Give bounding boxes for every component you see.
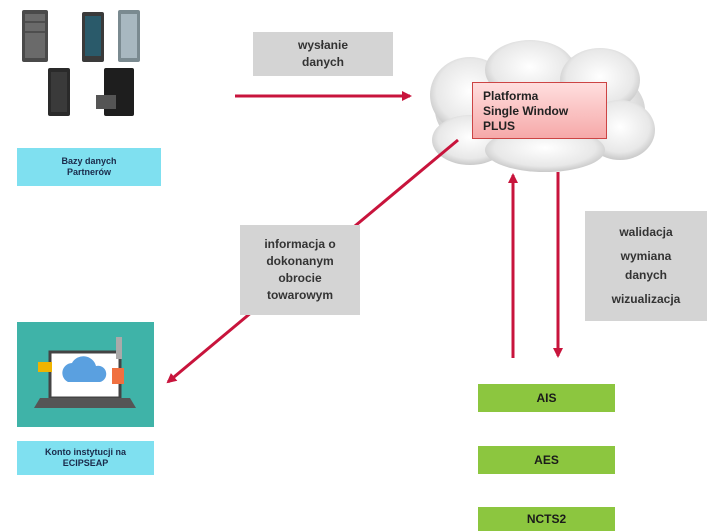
platform-line-3: PLUS xyxy=(483,119,516,133)
ops-line-1: walidacja xyxy=(619,225,673,239)
platform-box: Platforma Single Window PLUS xyxy=(472,82,607,139)
system-ncts2: NCTS2 xyxy=(478,507,615,531)
ops-line-3: danych xyxy=(624,268,667,282)
institution-account-box: Konto instytucji na ECIPSEAP xyxy=(17,441,154,475)
system-aes: AES xyxy=(478,446,615,474)
account-line-1: Konto instytucji na xyxy=(45,447,126,457)
send-data-box: wysłanie danych xyxy=(253,32,393,76)
account-line-2: ECIPSEAP xyxy=(62,458,109,468)
system-ais: AIS xyxy=(478,384,615,412)
partner-databases-box: Bazy danych Partnerów xyxy=(17,148,161,186)
info-line-3: obrocie xyxy=(278,271,322,285)
operations-box: walidacja wymiana danych wizualizacja xyxy=(585,211,707,321)
platform-line-2: Single Window xyxy=(483,104,569,118)
sources-line-1: Bazy danych xyxy=(61,156,117,166)
info-box: informacja o dokonanym obrocie towarowym xyxy=(240,225,360,315)
info-line-2: dokonanym xyxy=(266,254,334,268)
ops-line-2: wymiana xyxy=(620,249,672,263)
laptop-icon xyxy=(17,322,154,427)
platform-line-1: Platforma xyxy=(483,89,539,103)
send-line-1: wysłanie xyxy=(297,38,349,52)
info-line-1: informacja o xyxy=(264,237,336,251)
send-line-2: danych xyxy=(301,55,344,69)
server-rack-icon xyxy=(22,10,140,116)
ops-line-4: wizualizacja xyxy=(611,292,681,306)
sources-line-2: Partnerów xyxy=(66,167,111,177)
info-line-4: towarowym xyxy=(266,288,333,302)
